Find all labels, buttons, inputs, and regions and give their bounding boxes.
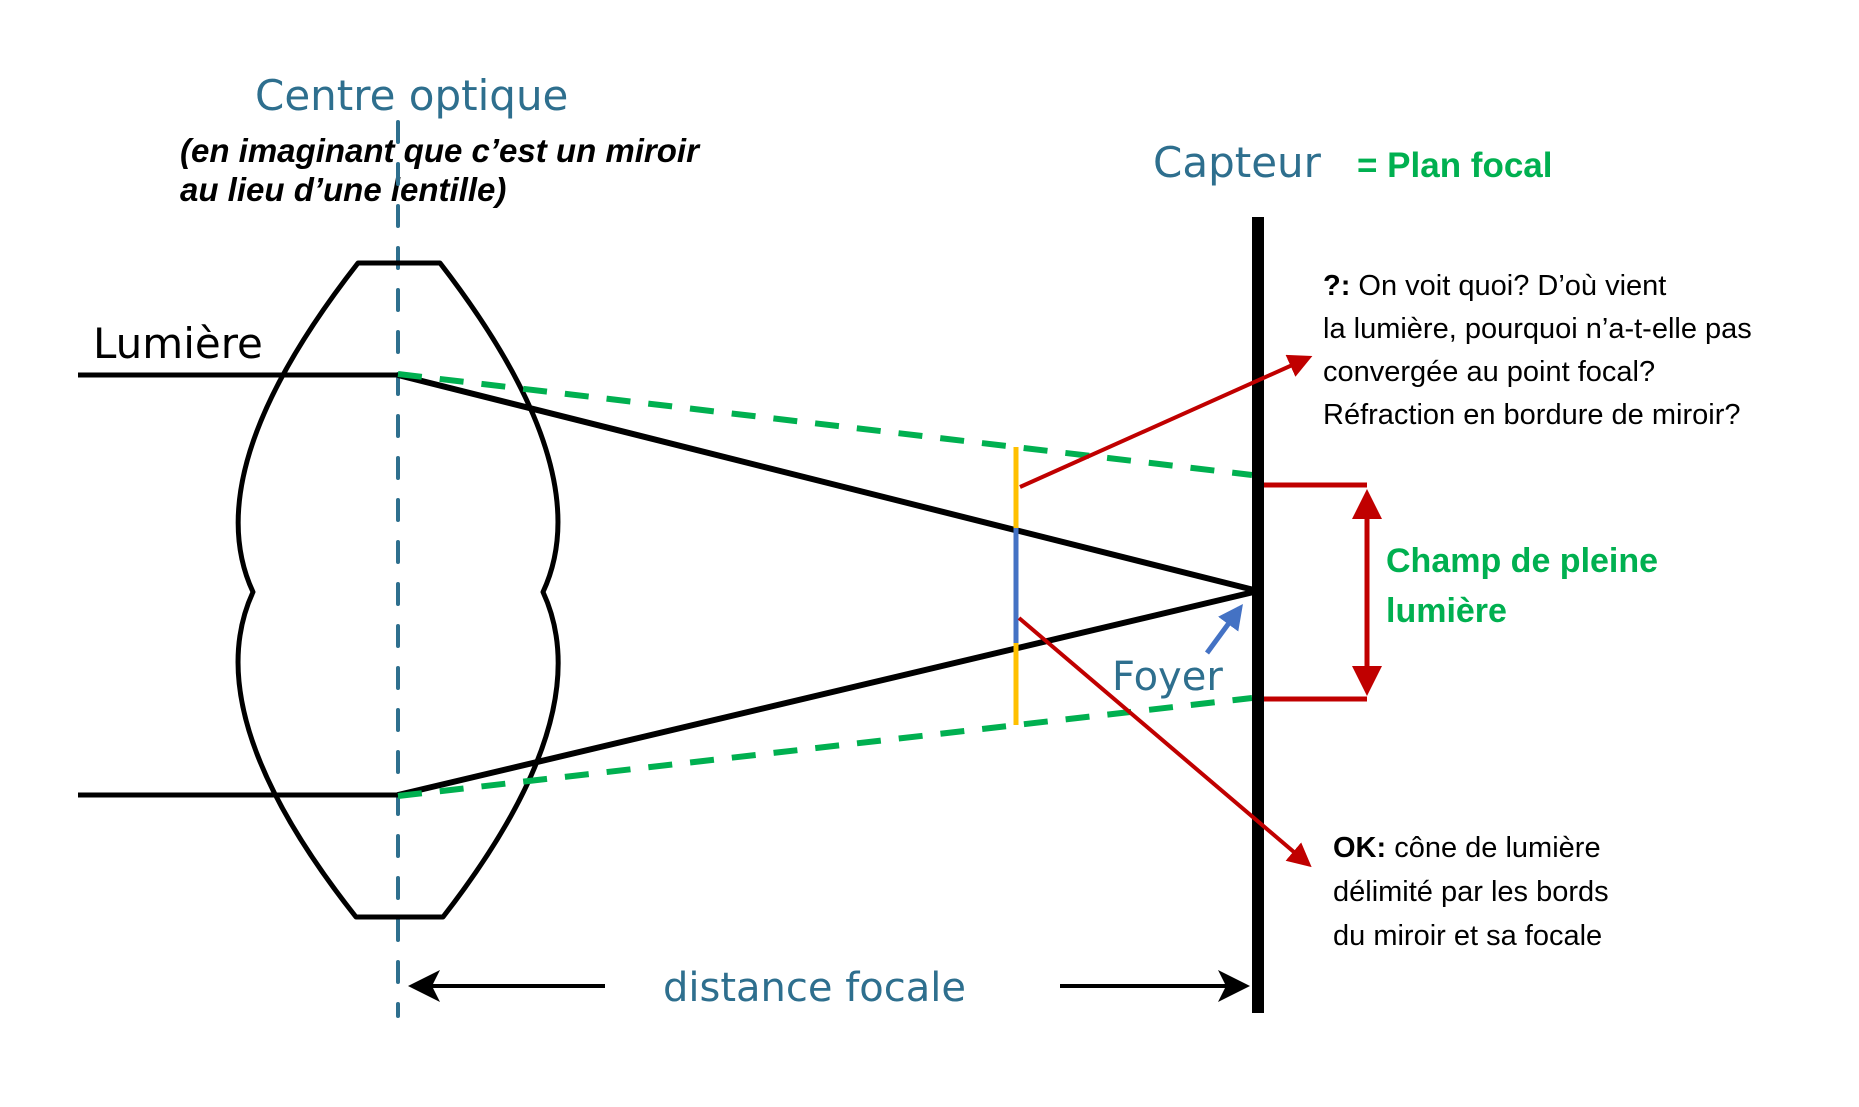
ok-arrow — [1017, 616, 1312, 868]
lens — [235, 260, 561, 920]
light-label: Lumière — [93, 319, 263, 368]
ok-note-line3: du miroir et sa focale — [1333, 920, 1602, 952]
focus-arrow — [1204, 603, 1243, 655]
question-note-prefix: ?: — [1323, 270, 1350, 302]
ok-note: OK: cône de lumière délimité par les bor… — [1333, 832, 1617, 952]
full-light-field-label-line2: lumière — [1386, 592, 1507, 630]
question-arrow — [1019, 354, 1313, 489]
optical-center-note-line2: au lieu d’une lentille) — [180, 171, 506, 208]
ok-note-prefix: OK: — [1333, 832, 1386, 864]
ok-note-line1: cône de lumière — [1386, 832, 1600, 864]
optical-center-label: Centre optique — [255, 71, 568, 120]
cone-edge-top — [397, 371, 1253, 478]
sensor-label: Capteur — [1153, 138, 1322, 187]
focus-label: Foyer — [1112, 654, 1223, 700]
focal-distance-arrowhead-right — [1218, 970, 1250, 1002]
question-note: ?: On voit quoi? D’où vient la lumière, … — [1323, 270, 1760, 431]
question-note-line3: convergée au point focal? — [1323, 356, 1655, 388]
question-note-line1: On voit quoi? D’où vient — [1350, 270, 1666, 302]
refracted-ray-top — [397, 372, 1259, 594]
question-note-line2: la lumière, pourquoi n’a-t-elle pas — [1323, 313, 1752, 345]
sensor-note: = Plan focal — [1357, 146, 1553, 185]
optical-center-note-line1: (en imaginant que c’est un miroir — [180, 132, 701, 169]
question-note-line4: Réfraction en bordure de miroir? — [1323, 399, 1740, 431]
refracted-ray-bottom — [397, 588, 1259, 798]
cone-edge-bottom — [397, 695, 1253, 799]
focal-distance-label: distance focale — [663, 965, 966, 1011]
ok-note-line2: délimité par les bords — [1333, 876, 1609, 908]
focal-distance-arrowhead-left — [408, 970, 440, 1002]
full-light-field-label-line1: Champ de pleine — [1386, 542, 1658, 580]
